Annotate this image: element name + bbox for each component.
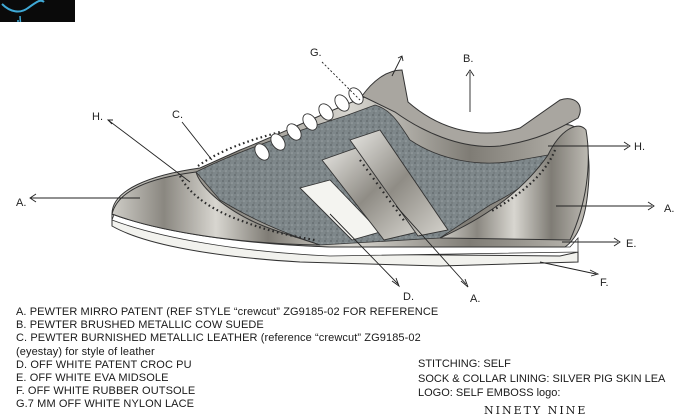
callout-e: E. [626, 238, 636, 250]
callout-a-right: A. [664, 203, 674, 215]
callout-a-bottom: A. [470, 293, 480, 305]
callout-f: F. [600, 277, 609, 289]
spec-line-c-cont: (eyestay) for style of leather [16, 345, 155, 358]
spec-line-g: G.7 MM OFF WHITE NYLON LACE [16, 398, 195, 411]
stripe-perforations [359, 159, 406, 223]
collar [361, 69, 581, 148]
spec-line-b: B. PEWTER BRUSHED METALLIC COW SUEDE [16, 319, 264, 332]
construction-notes: STITCHING: SELF SOCK & COLLAR LINING: SI… [418, 357, 700, 401]
brand-logo [0, 0, 75, 22]
stripe-metallic-2 [349, 129, 449, 237]
logo-note: LOGO: SELF EMBOSS logo: [418, 387, 561, 399]
spec-line-f: F. OFF WHITE RUBBER OUTSOLE [16, 385, 196, 398]
spec-list: A. PEWTER MIRRO PATENT (REF STYLE “crewc… [16, 306, 486, 412]
callout-h-right: H. [634, 141, 645, 153]
toe-cap [111, 171, 321, 246]
lining-note: SOCK & COLLAR LINING: SILVER PIG SKIN LE… [418, 372, 666, 385]
spec-line-c: C. PEWTER BURNISHED METALLIC LEATHER (re… [16, 332, 421, 345]
ninety-nine-wordmark: NINETY NINE [484, 404, 588, 417]
callout-a-left: A. [16, 197, 26, 209]
stitching-note: STITCHING: SELF [418, 358, 511, 370]
callout-h-left: H. [92, 111, 103, 123]
laces [254, 87, 364, 161]
callout-g: G. [310, 47, 322, 59]
callout-arrows [29, 55, 655, 288]
toe-perforation-line [179, 175, 316, 242]
callout-d: D. [403, 291, 414, 303]
callout-b: B. [463, 53, 473, 65]
splash-icon [1, 0, 45, 22]
spec-line-e: E. OFF WHITE EVA MIDSOLE [16, 372, 169, 385]
heel-perforation-line [489, 149, 557, 213]
heel-counter [439, 125, 589, 241]
spec-line-d: D. OFF WHITE PATENT CROC PU [16, 358, 192, 371]
spec-line-a: A. PEWTER MIRRO PATENT (REF STYLE “crewc… [16, 306, 439, 318]
callout-c: C. [172, 109, 183, 121]
